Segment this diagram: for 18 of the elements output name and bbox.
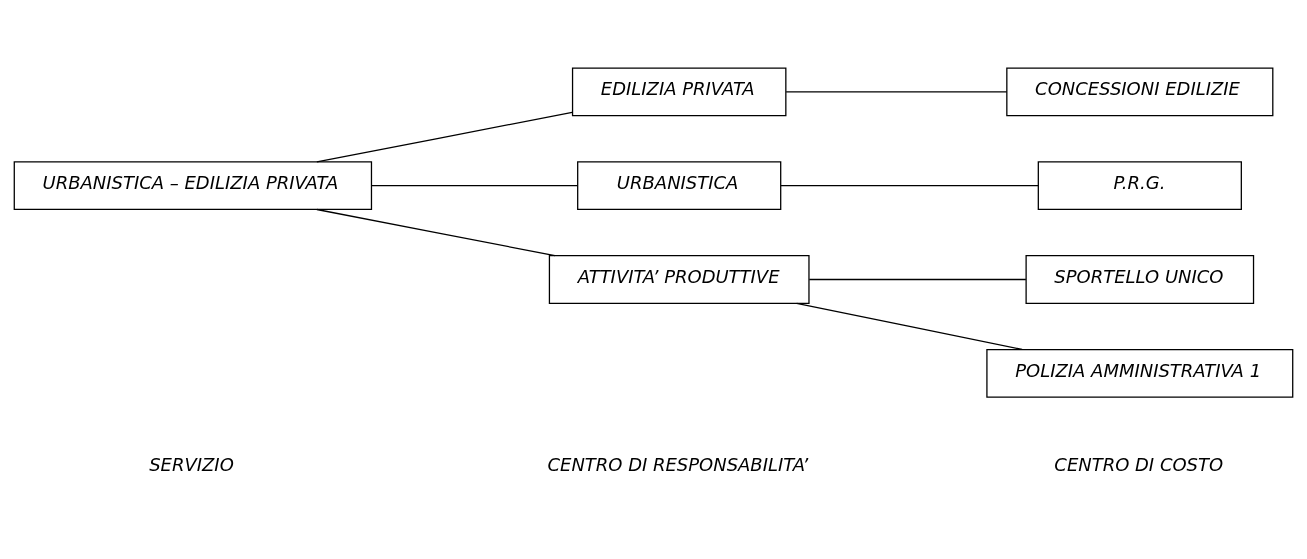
node-box: P.R.G. xyxy=(1037,161,1242,211)
node-box: CONCESSIONI EDILIZIE xyxy=(1006,67,1274,117)
connector xyxy=(370,185,579,187)
connector xyxy=(780,185,1039,187)
connector xyxy=(796,302,1023,351)
node-box: ATTIVITA’ PRODUTTIVE xyxy=(548,255,810,304)
node-box: SPORTELLO UNICO xyxy=(1025,255,1255,304)
label: SERVIZIO xyxy=(149,453,234,475)
label: CENTRO DI RESPONSABILITA’ xyxy=(547,453,809,475)
node-box: URBANISTICA – EDILIZIA PRIVATA xyxy=(13,161,373,211)
node-box: URBANISTICA xyxy=(577,161,782,211)
connector xyxy=(316,208,556,257)
node-box: POLIZIA AMMINISTRATIVA 1 xyxy=(986,348,1294,398)
node-box: EDILIZIA PRIVATA xyxy=(571,67,787,117)
connector xyxy=(785,91,1008,93)
connector xyxy=(316,111,573,163)
label: CENTRO DI COSTO xyxy=(1054,453,1224,475)
connector xyxy=(808,278,1027,281)
